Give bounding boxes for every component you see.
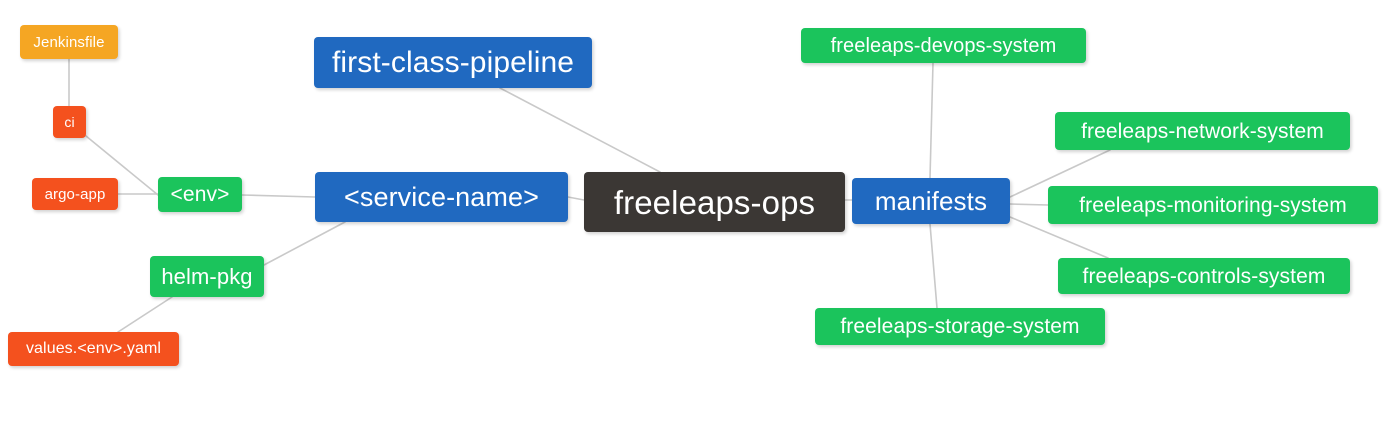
node-label-freeleaps-controls-system: freeleaps-controls-system <box>1082 264 1326 288</box>
node-freeleaps-devops-system[interactable]: freeleaps-devops-system <box>801 28 1086 63</box>
node-label-freeleaps-storage-system: freeleaps-storage-system <box>840 315 1080 338</box>
node-label-manifests: manifests <box>874 186 988 216</box>
node-jenkinsfile[interactable]: Jenkinsfile <box>20 25 118 59</box>
node-values-env-yaml[interactable]: values.<env>.yaml <box>8 332 179 366</box>
node-label-helm-pkg: helm-pkg <box>161 263 253 289</box>
node-label-freeleaps-monitoring-system: freeleaps-monitoring-system <box>1079 193 1347 217</box>
node-service-name[interactable]: <service-name> <box>315 172 568 222</box>
node-argo-app[interactable]: argo-app <box>32 178 118 210</box>
edge-helm-pkg-to-values-env-yaml <box>117 296 173 333</box>
node-label-service-name: <service-name> <box>344 181 539 212</box>
edge-manifests-to-freeleaps-monitoring-system <box>1009 203 1049 206</box>
node-env[interactable]: <env> <box>158 177 242 212</box>
node-label-freeleaps-devops-system: freeleaps-devops-system <box>830 34 1057 57</box>
node-label-env: <env> <box>170 183 230 206</box>
edge-service-name-to-freeleaps-ops <box>567 196 585 201</box>
node-ci[interactable]: ci <box>53 106 86 138</box>
edge-manifests-to-freeleaps-devops-system <box>929 62 934 179</box>
node-label-freeleaps-network-system: freeleaps-network-system <box>1081 119 1324 143</box>
node-freeleaps-controls-system[interactable]: freeleaps-controls-system <box>1058 258 1350 294</box>
node-manifests[interactable]: manifests <box>852 178 1010 224</box>
edge-first-class-pipeline-to-freeleaps-ops <box>499 87 661 173</box>
node-label-ci: ci <box>64 114 75 130</box>
node-freeleaps-storage-system[interactable]: freeleaps-storage-system <box>815 308 1105 345</box>
node-label-first-class-pipeline: first-class-pipeline <box>331 45 575 79</box>
node-freeleaps-monitoring-system[interactable]: freeleaps-monitoring-system <box>1048 186 1378 224</box>
edge-manifests-to-freeleaps-storage-system <box>929 223 938 309</box>
edge-env-to-service-name <box>241 194 316 198</box>
edge-service-name-to-helm-pkg <box>263 221 346 266</box>
node-first-class-pipeline[interactable]: first-class-pipeline <box>314 37 592 88</box>
node-freeleaps-ops[interactable]: freeleaps-ops <box>584 172 845 232</box>
node-label-values-env-yaml: values.<env>.yaml <box>25 340 162 357</box>
node-helm-pkg[interactable]: helm-pkg <box>150 256 264 297</box>
node-label-jenkinsfile: Jenkinsfile <box>33 33 105 51</box>
node-freeleaps-network-system[interactable]: freeleaps-network-system <box>1055 112 1350 150</box>
node-label-freeleaps-ops: freeleaps-ops <box>613 183 816 221</box>
node-label-argo-app: argo-app <box>44 185 106 203</box>
